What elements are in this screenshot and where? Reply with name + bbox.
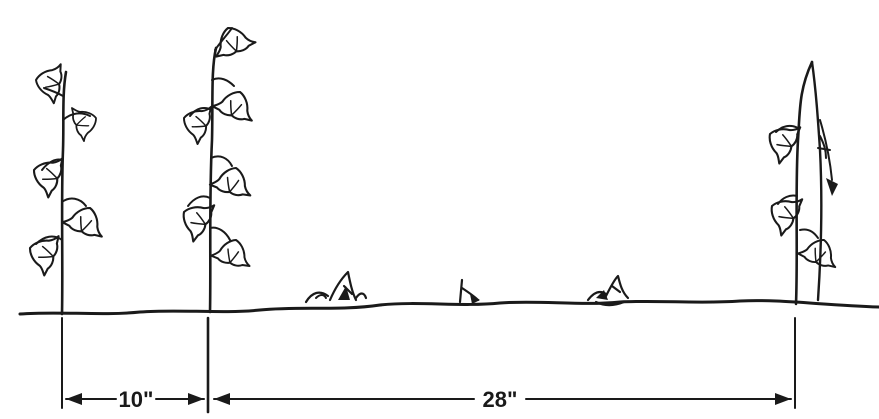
arrowhead-left-icon (214, 393, 230, 405)
wilting-plant (758, 60, 844, 306)
weed-clump-2 (458, 278, 480, 304)
arrowhead-right-icon (775, 393, 791, 405)
flowering-plant-1 (21, 59, 111, 316)
weed-clump-3 (586, 274, 630, 307)
flowering-plant-2 (172, 19, 261, 314)
dimension-10: 10" (65, 387, 205, 412)
dimension-28: 28" (213, 387, 792, 412)
weed-clump-1 (304, 270, 368, 304)
arrowhead-left-icon (66, 393, 82, 405)
ground-line (18, 299, 879, 316)
dimension-label-28: 28" (483, 387, 518, 412)
dimension-label-10: 10" (119, 387, 154, 412)
arrowhead-right-icon (188, 393, 204, 405)
